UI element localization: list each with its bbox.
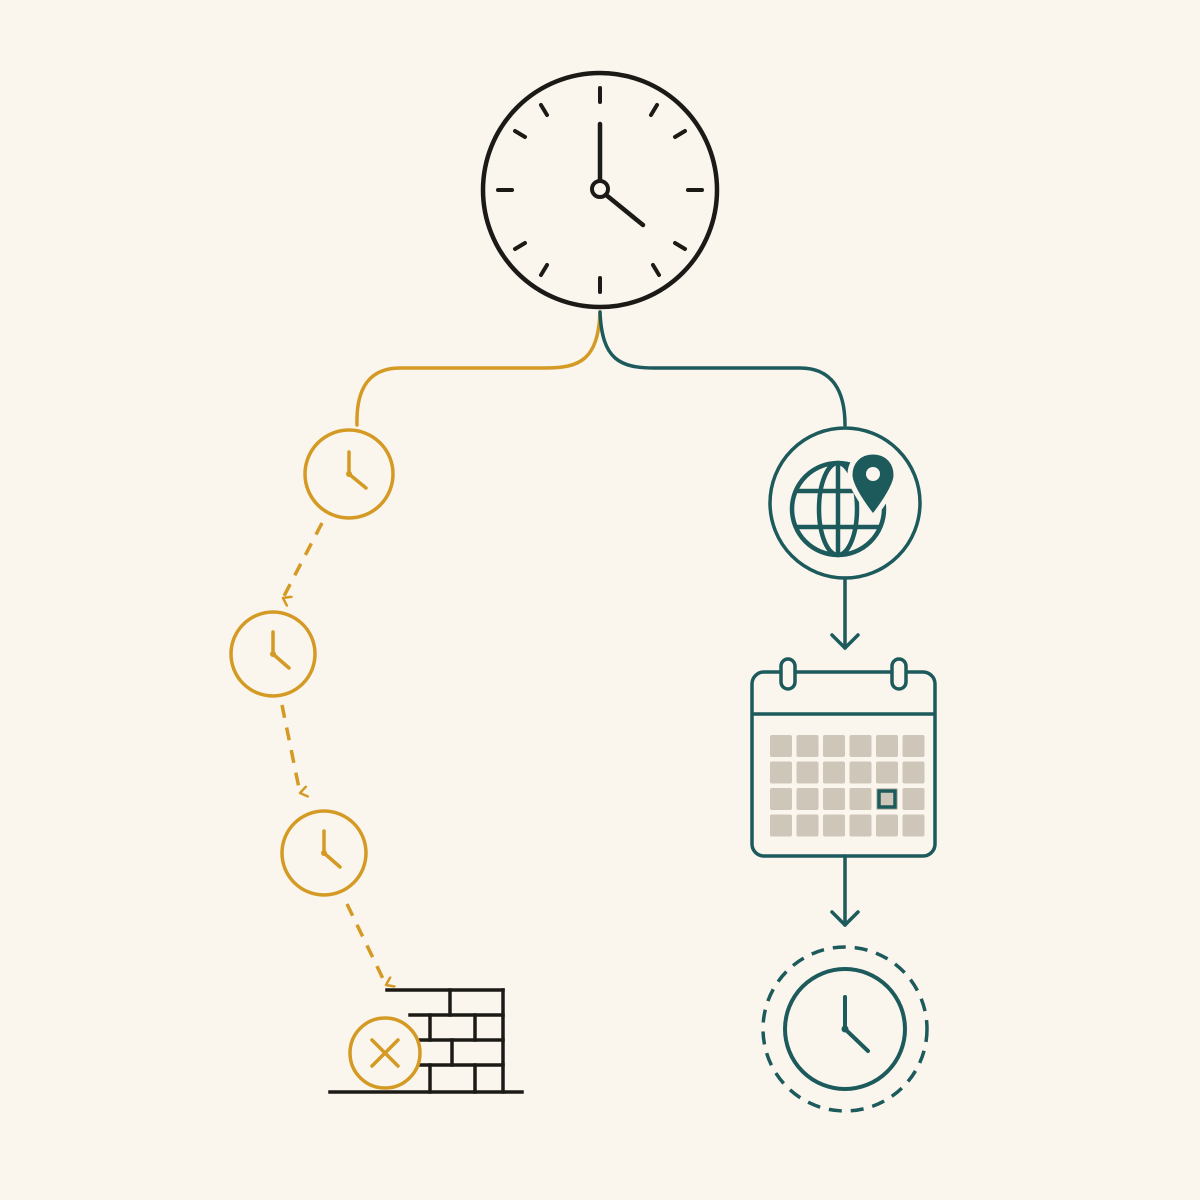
calendar-cell (796, 814, 819, 837)
calendar-cell (849, 761, 872, 784)
calendar-cell (849, 788, 872, 810)
calendar-cell (796, 761, 819, 784)
brick-wall-icon (328, 988, 524, 1094)
left-step-3-clock-icon (280, 809, 368, 897)
right-branch-connector (598, 310, 847, 427)
calendar-cell (902, 814, 925, 837)
calendar-icon (750, 657, 937, 858)
source-clock-pivot (590, 179, 610, 199)
left-dashed-arrow-1 (281, 522, 324, 598)
right-arrow-2 (830, 854, 860, 927)
calendar-ring-left (779, 657, 797, 691)
globe-location-icon (768, 426, 922, 580)
calendar-cell (770, 788, 792, 810)
calendar-cell (770, 761, 792, 784)
source-clock-icon (480, 70, 720, 310)
left-dashed-arrow-2 (280, 704, 300, 793)
calendar-cell (796, 735, 819, 757)
calendar-cell (876, 761, 898, 784)
x-circle-icon (348, 1016, 422, 1090)
calendar-cell (770, 814, 792, 837)
calendar-cell (902, 761, 925, 784)
target-clock-icon (761, 945, 929, 1113)
calendar-cell (823, 788, 845, 810)
location-pin-icon (847, 449, 899, 521)
calendar-cell (849, 735, 872, 757)
calendar-grid (770, 735, 925, 837)
calendar-cell (823, 814, 845, 837)
left-dashed-arrow-3 (345, 903, 386, 985)
calendar-cell (902, 788, 925, 810)
calendar-highlight-marker (877, 789, 897, 809)
calendar-cell (876, 735, 898, 757)
right-arrow-1 (830, 576, 860, 650)
calendar-cell (770, 735, 792, 757)
calendar-cell (823, 735, 845, 757)
calendar-cell (849, 814, 872, 837)
calendar-cell (796, 788, 819, 810)
calendar-cell (876, 814, 898, 837)
calendar-cell-highlighted (876, 788, 898, 810)
left-branch-connector (355, 310, 602, 427)
source-clock-ticks (496, 86, 704, 294)
left-step-2-clock-icon (229, 610, 317, 698)
calendar-cell (823, 761, 845, 784)
left-step-1-clock-icon (303, 428, 395, 520)
calendar-ring-right (890, 657, 908, 691)
calendar-cell (902, 735, 925, 757)
